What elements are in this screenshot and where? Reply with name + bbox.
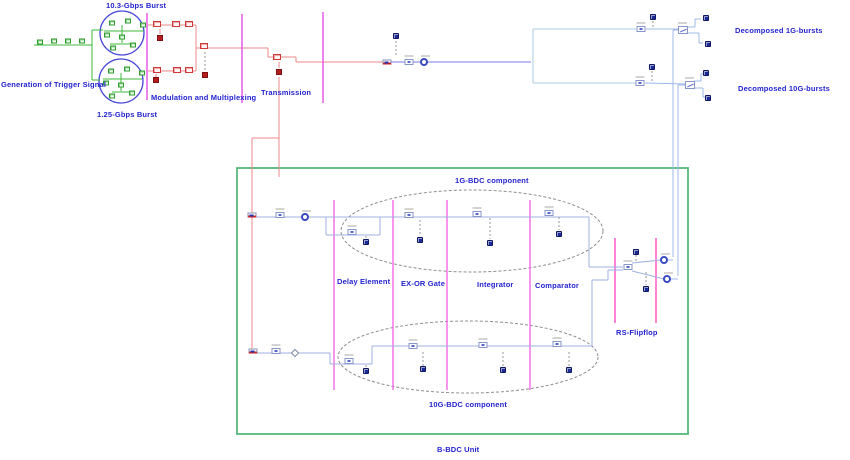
burst-circle-1g [98, 58, 144, 104]
ellipse-10g-bdc [337, 320, 599, 394]
wire [644, 82, 686, 85]
ellipse-1g-bdc [340, 189, 604, 273]
b-bdc-unit-box [236, 167, 689, 435]
burst-circle-10g [99, 10, 145, 56]
wire [631, 270, 665, 280]
wire [631, 259, 662, 264]
